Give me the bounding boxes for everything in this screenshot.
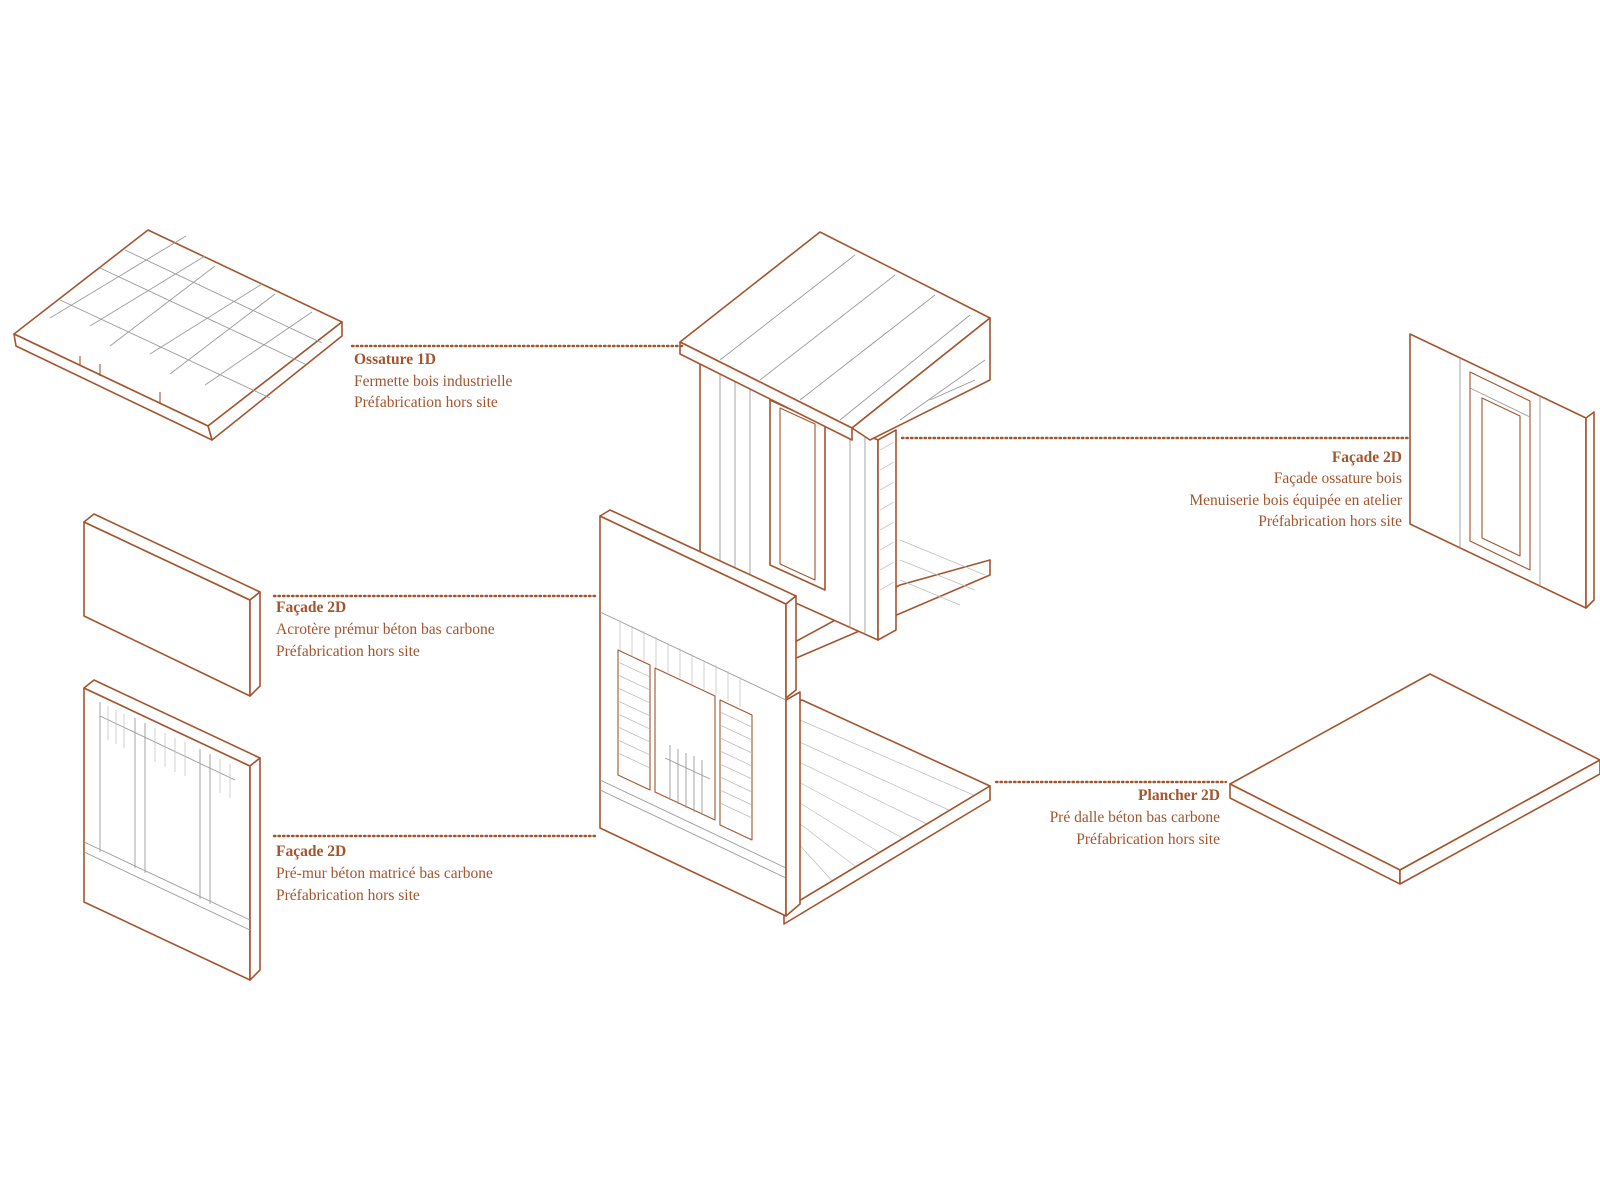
- acrotere-panel-component: [83, 513, 261, 697]
- label-facade-bois: Façade 2D Façade ossature bois Menuiseri…: [1189, 449, 1402, 530]
- label-ossature-line2: Préfabrication hors site: [354, 394, 498, 411]
- label-facade-premur-title: Façade 2D: [276, 843, 346, 860]
- label-plancher: Plancher 2D Pré dalle béton bas carbone …: [1050, 787, 1221, 848]
- label-facade-premur-line1: Pré-mur béton matricé bas carbone: [276, 865, 493, 882]
- label-plancher-title: Plancher 2D: [1138, 787, 1220, 804]
- label-facade-acrotere-line2: Préfabrication hors site: [276, 643, 420, 660]
- label-facade-acrotere: Façade 2D Acrotère prémur béton bas carb…: [276, 599, 495, 660]
- timber-facade-component: [1409, 333, 1595, 609]
- label-facade-bois-title: Façade 2D: [1332, 449, 1402, 466]
- label-plancher-line1: Pré dalle béton bas carbone: [1050, 809, 1221, 826]
- label-plancher-line2: Préfabrication hors site: [1076, 831, 1220, 848]
- label-facade-acrotere-title: Façade 2D: [276, 599, 346, 616]
- label-facade-acrotere-line1: Acrotère prémur béton bas carbone: [276, 621, 495, 638]
- premur-panel-component: [83, 679, 261, 981]
- label-ossature-title: Ossature 1D: [354, 351, 436, 368]
- label-facade-bois-line3: Préfabrication hors site: [1258, 513, 1402, 530]
- label-facade-bois-line1: Façade ossature bois: [1274, 470, 1402, 487]
- central-building-module: [599, 231, 991, 925]
- label-facade-premur: Façade 2D Pré-mur béton matricé bas carb…: [276, 843, 493, 904]
- label-facade-premur-line2: Préfabrication hors site: [276, 887, 420, 904]
- leader-lines: [272, 344, 1412, 838]
- roof-truss-component: [13, 229, 343, 441]
- label-ossature-line1: Fermette bois industrielle: [354, 373, 513, 390]
- label-facade-bois-line2: Menuiserie bois équipée en atelier: [1189, 492, 1402, 509]
- floor-slab-component: [1229, 673, 1600, 885]
- label-ossature: Ossature 1D Fermette bois industrielle P…: [354, 351, 513, 411]
